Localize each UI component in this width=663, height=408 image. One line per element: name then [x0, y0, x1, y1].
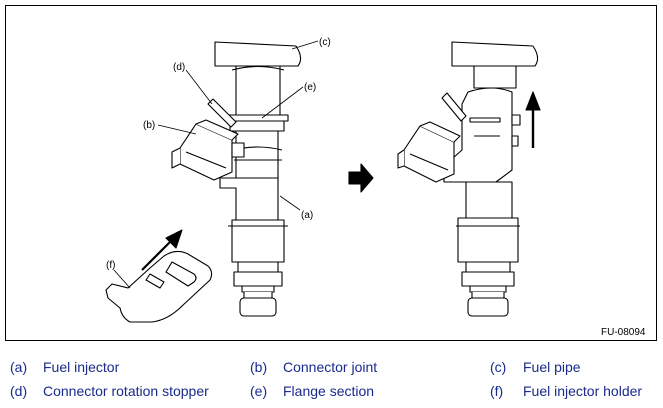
figure-frame: [5, 5, 657, 341]
install-arrow-left: [141, 239, 173, 271]
fuel-pipe-right: [451, 41, 539, 67]
legend-code: (f): [490, 383, 504, 399]
leader-e: [261, 86, 304, 119]
rotation-stopper-left: [207, 98, 237, 128]
callout-f: (f): [106, 260, 115, 271]
legend-text: Fuel injector: [43, 359, 120, 375]
figure-code: FU-08094: [601, 327, 646, 338]
legend-item-b: (b) Connector joint: [250, 359, 377, 375]
leader-d: [185, 69, 213, 105]
legend-item-e: (e) Flange section: [250, 383, 374, 399]
callout-e: (e): [304, 82, 316, 93]
direction-arrow: [348, 163, 374, 193]
legend-code: (c): [490, 359, 507, 375]
legend-text: Connector joint: [283, 359, 378, 375]
connector-joint-right: [397, 121, 461, 183]
callout-c: (c): [319, 37, 331, 48]
legend-item-a: (a) Fuel injector: [10, 359, 119, 375]
leader-f: [113, 269, 131, 289]
flange-left: [225, 114, 289, 122]
callout-b: (b): [143, 120, 155, 131]
legend-code: (d): [10, 383, 28, 399]
legend-code: (b): [250, 359, 268, 375]
legend-code: (a): [10, 359, 28, 375]
legend-text: Fuel injector holder: [523, 383, 643, 399]
connector-joint-left: [171, 119, 245, 181]
legend-item-c: (c) Fuel pipe: [490, 359, 581, 375]
legend-item-f: (f) Fuel injector holder: [490, 383, 642, 399]
leader-a: [279, 195, 301, 211]
legend-item-d: (d) Connector rotation stopper: [10, 383, 209, 399]
legend-text: Fuel pipe: [523, 359, 581, 375]
injector-cap-left: [235, 65, 281, 116]
legend-text: Flange section: [283, 383, 375, 399]
fuel-pipe-left: [214, 41, 302, 67]
legend-code: (e): [250, 383, 268, 399]
legend-text: Connector rotation stopper: [43, 383, 209, 399]
callout-a: (a): [301, 210, 313, 221]
leader-b: [157, 124, 197, 135]
leader-c: [291, 40, 319, 50]
right-assembly: [397, 41, 539, 317]
callout-d: (d): [173, 62, 185, 73]
left-assembly: [171, 41, 302, 317]
